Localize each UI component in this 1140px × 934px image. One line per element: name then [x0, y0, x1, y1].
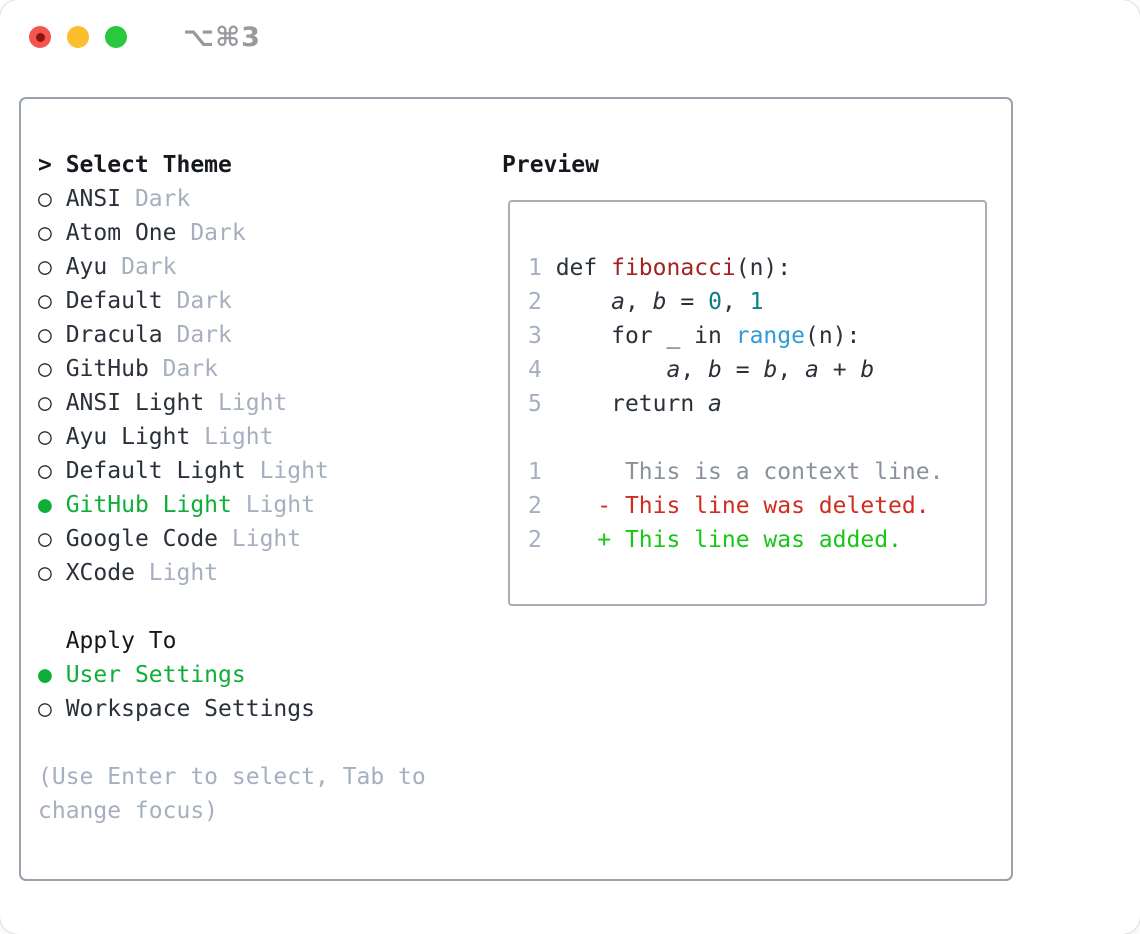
theme-variant-tag: Dark	[162, 288, 232, 314]
theme-option-ansi[interactable]: ○ ANSI Dark	[38, 182, 426, 216]
line-number: 5	[528, 391, 542, 417]
window-title-shortcut: ⌥⌘3	[183, 21, 261, 53]
theme-option-github-light[interactable]: ● GitHub Light Light	[38, 488, 426, 522]
theme-option-google-code[interactable]: ○ Google Code Light	[38, 522, 426, 556]
apply-to-header: Apply To	[38, 628, 177, 654]
radio-icon: ○	[38, 288, 66, 314]
theme-option-ansi-light[interactable]: ○ ANSI Light Light	[38, 386, 426, 420]
apply-option-label: User Settings	[65, 662, 246, 688]
code-line: 5 return a	[528, 391, 722, 417]
theme-variant-tag: Light	[218, 526, 302, 552]
theme-option-default-light[interactable]: ○ Default Light Light	[38, 454, 426, 488]
theme-option-default[interactable]: ○ Default Dark	[38, 284, 426, 318]
theme-option-ayu[interactable]: ○ Ayu Dark	[38, 250, 426, 284]
preview-header: Preview	[502, 152, 599, 178]
line-number: 1	[528, 459, 542, 485]
theme-option-dracula[interactable]: ○ Dracula Dark	[38, 318, 426, 352]
apply-option-user-settings[interactable]: ● User Settings	[38, 658, 426, 692]
line-number: 2	[528, 527, 542, 553]
theme-picker-panel: > Select Theme○ ANSI Dark○ Atom One Dark…	[19, 97, 1013, 881]
radio-icon: ○	[38, 220, 66, 246]
theme-name: ANSI Light	[65, 390, 205, 416]
blank-line	[528, 421, 943, 455]
theme-variant-tag: Dark	[148, 356, 219, 382]
radio-icon: ○	[38, 390, 66, 416]
radio-icon: ○	[38, 526, 66, 552]
theme-name: Ayu	[65, 254, 108, 280]
theme-name: Default Light	[65, 458, 246, 484]
theme-name: Dracula	[65, 322, 163, 348]
theme-name: Atom One	[65, 220, 177, 246]
theme-variant-tag: Light	[134, 560, 219, 586]
help-text-line-2: change focus)	[38, 798, 219, 824]
apply-option-workspace-settings[interactable]: ○ Workspace Settings	[38, 692, 426, 726]
code-line: 4 a, b = b, a + b	[528, 357, 875, 383]
code-line: 3 for _ in range(n):	[528, 323, 861, 349]
theme-option-xcode[interactable]: ○ XCode Light	[38, 556, 426, 590]
theme-variant-tag: Light	[204, 390, 288, 416]
theme-variant-tag: Dark	[162, 322, 232, 348]
diff-line-deleted: 2 - This line was deleted.	[528, 493, 930, 519]
theme-variant-tag: Light	[245, 458, 329, 484]
radio-selected-icon: ●	[38, 662, 66, 688]
theme-name: Ayu Light	[65, 424, 191, 450]
line-number: 2	[528, 493, 542, 519]
radio-icon: ○	[38, 254, 66, 280]
radio-icon: ○	[38, 424, 66, 450]
theme-name: ANSI	[65, 186, 122, 212]
theme-name: Google Code	[65, 526, 219, 552]
theme-name: GitHub	[65, 356, 149, 382]
theme-variant-tag: Light	[231, 492, 315, 518]
line-number: 1	[528, 255, 542, 281]
line-number: 3	[528, 323, 542, 349]
line-number: 2	[528, 289, 542, 315]
apply-option-label: Workspace Settings	[65, 696, 315, 722]
theme-name: GitHub Light	[65, 492, 232, 518]
titlebar: ⌥⌘3	[0, 0, 1140, 74]
code-line: 1 def fibonacci(n):	[528, 255, 792, 281]
theme-variant-tag: Dark	[121, 186, 191, 212]
theme-variant-tag: Light	[190, 424, 274, 450]
radio-icon: ○	[38, 356, 66, 382]
radio-icon: ○	[38, 560, 66, 586]
preview-box: 1 def fibonacci(n): 2 a, b = 0, 1 3 for _ …	[508, 200, 987, 606]
select-theme-header: > Select Theme	[38, 152, 232, 178]
code-line: 2 a, b = 0, 1	[528, 289, 764, 315]
preview-code: 1 def fibonacci(n): 2 a, b = 0, 1 3 for _ …	[528, 251, 943, 557]
theme-list: > Select Theme○ ANSI Dark○ Atom One Dark…	[38, 148, 426, 828]
theme-option-ayu-light[interactable]: ○ Ayu Light Light	[38, 420, 426, 454]
diff-line-context: 1 This is a context line.	[528, 459, 944, 485]
radio-icon: ○	[38, 322, 66, 348]
minimize-button-icon[interactable]	[67, 26, 89, 48]
line-number: 4	[528, 357, 542, 383]
radio-icon: ○	[38, 696, 66, 722]
help-text-line-1: (Use Enter to select, Tab to	[38, 764, 426, 790]
theme-name: XCode	[65, 560, 135, 586]
theme-option-github[interactable]: ○ GitHub Dark	[38, 352, 426, 386]
close-button-icon[interactable]	[29, 26, 51, 48]
diff-line-added: 2 + This line was added.	[528, 527, 902, 553]
theme-variant-tag: Dark	[107, 254, 177, 280]
theme-option-atom-one[interactable]: ○ Atom One Dark	[38, 216, 426, 250]
radio-icon: ○	[38, 458, 66, 484]
zoom-button-icon[interactable]	[105, 26, 127, 48]
radio-icon: ○	[38, 186, 66, 212]
radio-selected-icon: ●	[38, 492, 66, 518]
theme-variant-tag: Dark	[176, 220, 246, 246]
theme-name: Default	[65, 288, 163, 314]
